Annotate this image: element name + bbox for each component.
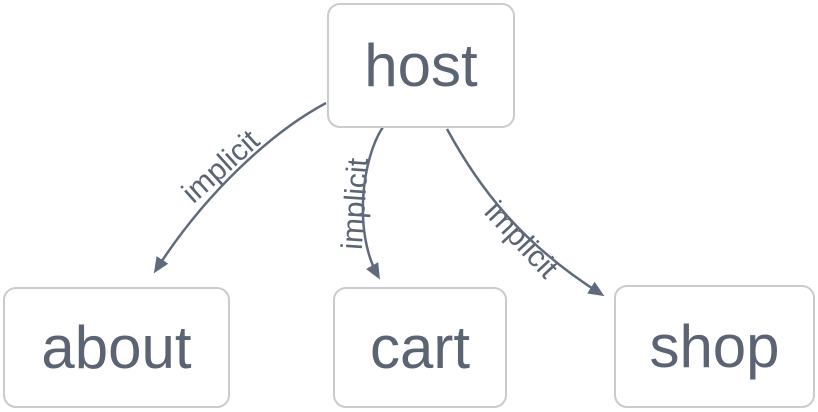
edge-label-host-shop: implicit bbox=[478, 195, 565, 285]
node-cart: cart bbox=[333, 287, 507, 408]
node-shop-label: shop bbox=[649, 312, 780, 380]
edge-host-about bbox=[153, 101, 327, 274]
node-shop: shop bbox=[614, 285, 815, 408]
edge-label-host-about: implicit bbox=[176, 123, 267, 209]
edge-label-host-cart: implicit bbox=[336, 156, 375, 250]
edge-host-shop bbox=[445, 128, 605, 297]
node-host: host bbox=[327, 3, 515, 128]
node-host-label: host bbox=[364, 31, 478, 99]
edge-host-cart bbox=[361, 126, 385, 280]
node-about-label: about bbox=[41, 313, 192, 381]
node-cart-label: cart bbox=[369, 313, 471, 381]
edge-lines bbox=[153, 101, 605, 297]
node-about: about bbox=[3, 287, 230, 408]
